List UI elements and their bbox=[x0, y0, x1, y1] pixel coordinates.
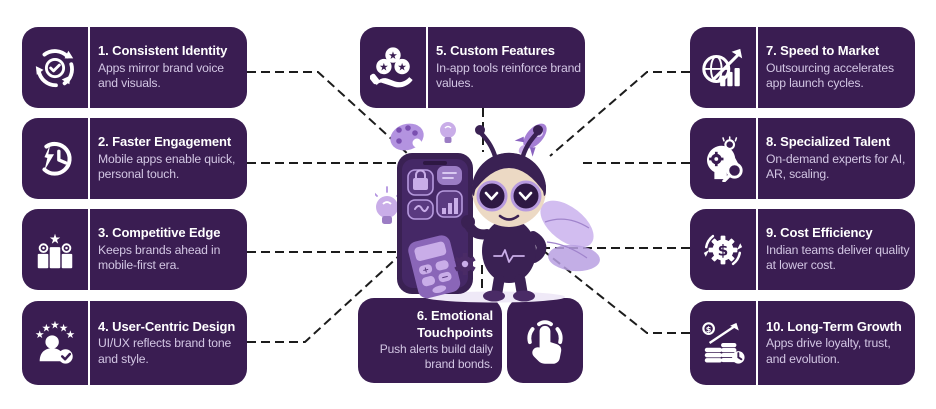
svg-text:$: $ bbox=[718, 241, 729, 259]
card-title: 7. Speed to Market bbox=[766, 43, 880, 59]
tap-gesture-icon bbox=[507, 298, 583, 383]
card-desc: Keeps brands ahead in mobile-first era. bbox=[98, 242, 221, 273]
sync-check-icon bbox=[22, 27, 88, 108]
svg-text:★: ★ bbox=[66, 329, 75, 341]
card-title: 1. Consistent Identity bbox=[98, 43, 228, 59]
card-emotional-touchpoints: 6. Emotional Touchpoints Push alerts bui… bbox=[358, 298, 502, 383]
card-desc: Apps mirror brand voice and visuals. bbox=[98, 60, 224, 91]
card-long-term-growth: $ 10. Long-Term Growth Apps drive l bbox=[690, 301, 915, 385]
palette-doodle bbox=[390, 123, 424, 151]
card-desc: Mobile apps enable quick, personal touch… bbox=[98, 151, 236, 182]
card-divider bbox=[756, 301, 758, 385]
card-competitive-edge: ★ 3. Competitive Edge Keeps brands ahead… bbox=[22, 209, 247, 290]
card-title: 8. Specialized Talent bbox=[766, 134, 891, 150]
card-custom-features: ★ ★ ★ 5. Custom Features In-app tools re… bbox=[360, 27, 585, 108]
card-faster-engagement: 2. Faster Engagement Mobile apps enable … bbox=[22, 118, 247, 199]
bee-robot-mascot-with-smartphone: + − bbox=[375, 122, 600, 303]
card-divider bbox=[88, 27, 90, 108]
svg-text:★: ★ bbox=[397, 61, 406, 73]
card-divider bbox=[756, 209, 758, 290]
card-desc: On-demand experts for AI, AR, scaling. bbox=[766, 151, 906, 182]
card-divider bbox=[88, 301, 90, 385]
card-title: 9. Cost Efficiency bbox=[766, 225, 873, 241]
svg-text:★: ★ bbox=[35, 329, 44, 341]
card-divider bbox=[88, 118, 90, 199]
card-title: 4. User-Centric Design bbox=[98, 318, 236, 334]
gear-doodle bbox=[454, 253, 476, 275]
card-speed-to-market: 7. Speed to Market Outsourcing accelerat… bbox=[690, 27, 915, 108]
calculator-illustration: + − bbox=[408, 235, 461, 299]
card-desc: Push alerts build daily brand bonds. bbox=[379, 341, 493, 372]
talent-head-icon bbox=[690, 118, 756, 199]
svg-text:−: − bbox=[440, 272, 450, 284]
gear-dollar-icon: $ bbox=[690, 209, 756, 290]
card-title: 2. Faster Engagement bbox=[98, 134, 232, 150]
card-title: 5. Custom Features bbox=[436, 43, 555, 59]
card-title: 6. Emotional Touchpoints bbox=[416, 308, 493, 340]
svg-text:★: ★ bbox=[42, 323, 51, 335]
globe-growth-icon bbox=[690, 27, 756, 108]
card-user-centric-design: ★ ★ ★ ★ ★ 4. User-Centric Design UI/UX r… bbox=[22, 301, 247, 385]
card-desc: UI/UX reflects brand tone and style. bbox=[98, 336, 232, 366]
card-desc: In-app tools reinforce brand values. bbox=[436, 60, 581, 91]
card-divider bbox=[426, 27, 428, 108]
clock-lightning-icon bbox=[22, 118, 88, 199]
card-desc: Apps drive loyalty, trust, and evolution… bbox=[766, 336, 891, 366]
card-divider bbox=[756, 118, 758, 199]
svg-text:★: ★ bbox=[388, 49, 397, 61]
mascot-goggles bbox=[476, 180, 542, 212]
card-desc: Indian teams deliver quality at lower co… bbox=[766, 242, 910, 273]
card-cost-efficiency: $ 9. Cost Efficiency Indian teams delive… bbox=[690, 209, 915, 290]
card-desc: Outsourcing accelerates app launch cycle… bbox=[766, 60, 894, 91]
mascot-body bbox=[461, 125, 547, 302]
card-title: 3. Competitive Edge bbox=[98, 225, 221, 241]
svg-text:$: $ bbox=[706, 324, 712, 334]
user-stars-icon: ★ ★ ★ ★ ★ bbox=[22, 301, 88, 385]
hand-stars-icon: ★ ★ ★ bbox=[360, 27, 426, 108]
mascot-wings bbox=[540, 200, 600, 272]
card-divider bbox=[756, 27, 758, 108]
svg-text:★: ★ bbox=[49, 232, 61, 247]
coins-growth-icon: $ bbox=[690, 301, 756, 385]
smartphone-illustration: + − bbox=[397, 153, 476, 299]
svg-text:★: ★ bbox=[50, 320, 59, 332]
svg-text:+: + bbox=[421, 265, 430, 275]
card-divider bbox=[88, 209, 90, 290]
lightbulb-doodle-top bbox=[440, 122, 456, 143]
podium-star-icon: ★ bbox=[22, 209, 88, 290]
card-specialized-talent: 8. Specialized Talent On-demand experts … bbox=[690, 118, 915, 199]
card-consistent-identity: 1. Consistent Identity Apps mirror brand… bbox=[22, 27, 247, 108]
card-title: 10. Long-Term Growth bbox=[766, 318, 902, 334]
svg-text:★: ★ bbox=[59, 323, 68, 335]
svg-text:★: ★ bbox=[379, 61, 388, 73]
